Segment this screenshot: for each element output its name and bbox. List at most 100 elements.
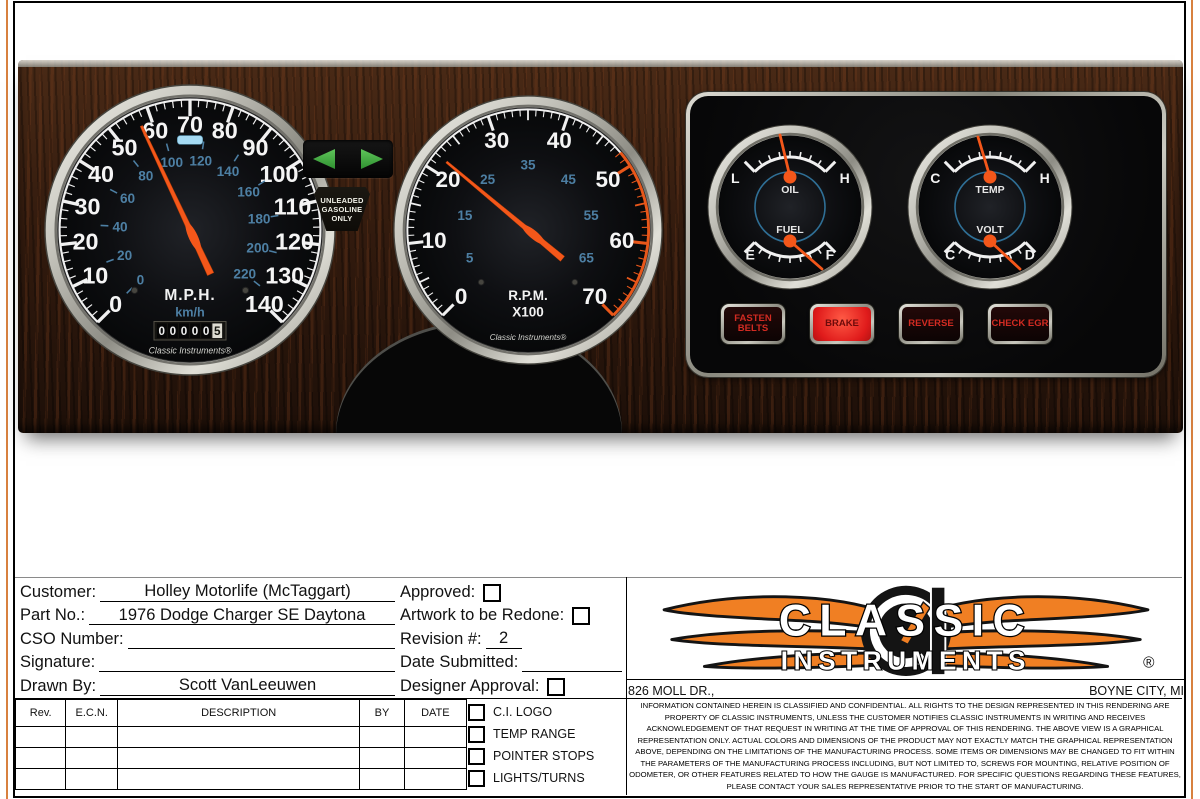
customer-info-fields: Customer: Holley Motorlife (McTaggart) P… [20, 578, 395, 696]
date-cell[interactable] [403, 726, 468, 748]
by-cell[interactable] [359, 747, 405, 769]
svg-text:80: 80 [138, 169, 154, 184]
pointer-stops-checkbox[interactable] [468, 747, 485, 765]
field-label: Signature: [20, 653, 96, 671]
field-value[interactable] [127, 647, 395, 649]
ecn-cell[interactable] [65, 768, 118, 790]
artwork-redone-checkbox[interactable] [572, 607, 591, 625]
lower-section-divider-line [15, 698, 1182, 699]
legal-disclaimer-text: INFORMATION CONTAINED HEREIN IS CLASSIFI… [629, 701, 1181, 791]
date-submitted-row: Date Submitted: [400, 649, 622, 672]
svg-text:0: 0 [159, 325, 166, 338]
description-cell[interactable] [116, 726, 361, 748]
lights-turns-checkbox[interactable] [468, 769, 485, 787]
date-cell[interactable] [403, 768, 468, 790]
svg-text:10: 10 [422, 228, 447, 253]
artwork-redone-row: Artwork to be Redone: [400, 602, 622, 625]
field-row-customer: Customer: Holley Motorlife (McTaggart) [20, 578, 395, 602]
field-label: Approved: [400, 582, 476, 601]
svg-text:M.P.H.: M.P.H. [164, 287, 215, 304]
svg-text:C: C [945, 246, 955, 262]
svg-text:0: 0 [203, 325, 210, 338]
field-value[interactable] [99, 671, 395, 672]
svg-text:65: 65 [579, 251, 595, 266]
svg-text:C: C [930, 170, 940, 186]
description-cell[interactable] [116, 747, 361, 769]
rev-cell[interactable] [14, 768, 67, 790]
date-submitted-value[interactable] [522, 653, 622, 672]
right-turn-arrow-icon [361, 149, 383, 169]
designer-approval-checkbox[interactable] [547, 677, 566, 696]
rev-cell[interactable] [14, 747, 67, 769]
svg-text:VOLT: VOLT [976, 224, 1004, 236]
svg-text:25: 25 [480, 172, 496, 187]
warning-light-label: BRAKE [825, 318, 859, 330]
badge-line: GASOLINE [321, 204, 363, 214]
svg-text:km/h: km/h [175, 306, 205, 320]
field-row-signature: Signature: [20, 649, 395, 672]
field-label: Designer Approval: [400, 676, 540, 695]
warning-light-check-egr: CHECK EGR [988, 304, 1052, 344]
svg-text:180: 180 [248, 212, 271, 227]
svg-text:110: 110 [274, 193, 312, 219]
by-cell[interactable] [359, 768, 405, 790]
svg-text:45: 45 [561, 172, 577, 187]
svg-text:0: 0 [137, 272, 145, 287]
warning-light-label: CHECK EGR [991, 318, 1049, 330]
ecn-cell[interactable] [65, 726, 118, 748]
option-temp-range: TEMP RANGE [468, 723, 624, 745]
field-label: Revision #: [400, 629, 482, 648]
option-label: POINTER STOPS [493, 749, 595, 763]
badge-line: ONLY [331, 213, 353, 223]
svg-text:OIL: OIL [781, 184, 799, 196]
date-cell[interactable] [403, 747, 468, 769]
svg-text:30: 30 [75, 193, 101, 219]
temp-range-checkbox[interactable] [468, 725, 485, 743]
field-label: Date Submitted: [400, 653, 519, 671]
col-header-description: DESCRIPTION [116, 699, 361, 727]
option-pointer-stops: POINTER STOPS [468, 745, 624, 767]
address-city: BOYNE CITY, MI [1089, 684, 1184, 698]
svg-text:55: 55 [584, 208, 600, 223]
ci-logo-checkbox[interactable] [468, 703, 485, 721]
sheet-border [13, 1, 1186, 798]
title-block-top-line [15, 577, 1182, 578]
designer-approval-row: Designer Approval: [400, 672, 622, 696]
revision-table-empty-row [14, 747, 468, 769]
svg-text:X100: X100 [512, 304, 544, 319]
svg-text:0: 0 [109, 291, 122, 317]
svg-text:90: 90 [243, 135, 269, 161]
feature-options-checklist: C.I. LOGO TEMP RANGE POINTER STOPS LIGHT… [468, 701, 624, 789]
svg-text:50: 50 [595, 167, 620, 192]
svg-text:0: 0 [455, 284, 468, 309]
field-label: Customer: [20, 582, 97, 601]
svg-text:Classic Instruments®: Classic Instruments® [490, 333, 566, 342]
warning-light-label: FASTEN BELTS [734, 313, 772, 334]
by-cell[interactable] [359, 726, 405, 748]
svg-text:FUEL: FUEL [776, 224, 804, 236]
svg-text:F: F [826, 246, 835, 262]
warning-light-brake: BRAKE [810, 304, 874, 344]
svg-text:R.P.M.: R.P.M. [508, 288, 548, 303]
approved-row: Approved: [400, 578, 622, 602]
svg-text:20: 20 [73, 229, 99, 255]
rev-cell[interactable] [14, 726, 67, 748]
svg-text:200: 200 [246, 241, 269, 256]
approved-checkbox[interactable] [483, 583, 502, 602]
revision-table: Rev. E.C.N. DESCRIPTION BY DATE [14, 699, 468, 790]
description-cell[interactable] [116, 768, 361, 790]
revision-number-value: 2 [485, 629, 522, 649]
svg-text:140: 140 [245, 291, 284, 317]
address-street: 826 MOLL DR., [628, 684, 715, 698]
svg-text:50: 50 [111, 135, 137, 161]
ecn-cell[interactable] [65, 747, 118, 769]
svg-text:40: 40 [112, 219, 128, 234]
svg-text:100: 100 [160, 155, 183, 170]
svg-text:120: 120 [189, 154, 212, 169]
revision-number-row: Revision #: 2 [400, 625, 622, 649]
company-address-row: 826 MOLL DR., BOYNE CITY, MI [628, 680, 1184, 698]
